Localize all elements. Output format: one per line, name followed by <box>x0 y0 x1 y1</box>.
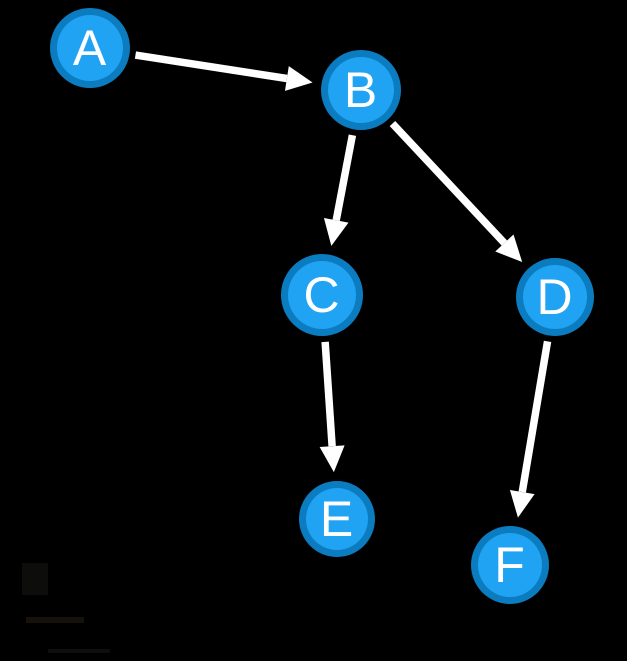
node-E[interactable]: E <box>299 481 375 557</box>
arrowhead <box>509 489 535 518</box>
edge-A-B <box>134 51 313 91</box>
edge-B-C <box>323 134 357 246</box>
edge-line <box>389 120 508 246</box>
edge-C-E <box>319 341 345 473</box>
node-inner-circle <box>523 265 587 329</box>
node-B[interactable]: B <box>321 50 401 130</box>
node-label: F <box>494 537 526 593</box>
node-inner-circle <box>328 57 394 123</box>
node-A[interactable]: A <box>50 8 130 88</box>
node-label: A <box>73 20 107 76</box>
node-label: D <box>536 269 573 325</box>
edge-line <box>134 51 288 83</box>
arrowhead <box>284 66 313 91</box>
edge-D-F <box>509 340 552 518</box>
node-D[interactable]: D <box>516 258 594 336</box>
node-label: C <box>303 267 340 323</box>
node-inner-circle <box>478 533 542 597</box>
edge-B-D <box>389 120 523 262</box>
node-label: B <box>344 62 378 118</box>
node-F[interactable]: F <box>471 526 549 604</box>
node-inner-circle <box>288 261 356 329</box>
node-label: E <box>320 491 354 547</box>
edge-line <box>321 341 336 447</box>
arrowhead <box>319 445 345 473</box>
arrowhead <box>323 218 349 246</box>
node-inner-circle <box>306 488 368 550</box>
arrowhead <box>495 234 523 262</box>
node-inner-circle <box>57 15 123 81</box>
edge-line <box>518 340 552 493</box>
node-C[interactable]: C <box>281 254 363 336</box>
edge-line <box>332 134 357 222</box>
